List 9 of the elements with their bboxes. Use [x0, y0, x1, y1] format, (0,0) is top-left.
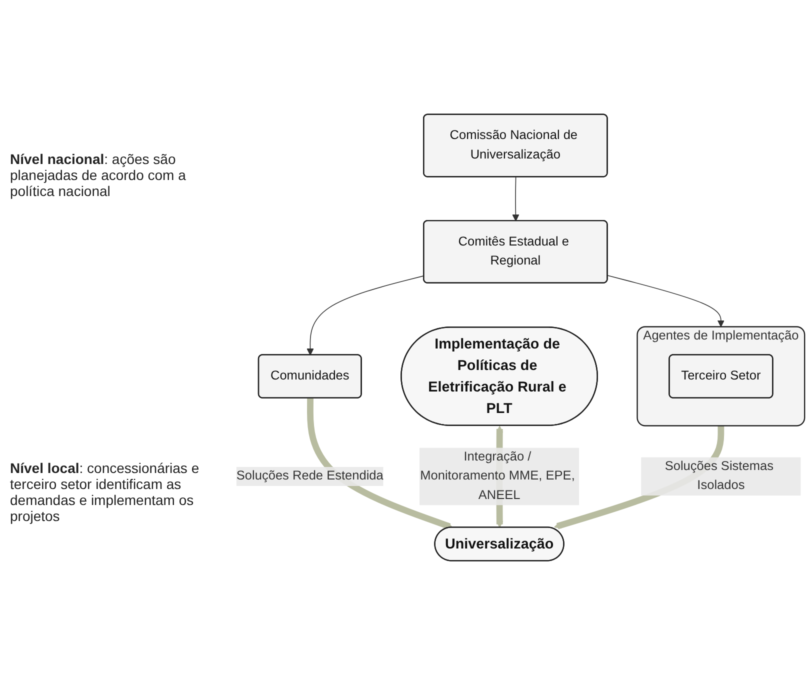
edge-label: Integração / Monitoramento MME, EPE, ANEEL: [420, 450, 575, 502]
level-note: Nível nacional: ações são planejadas de acordo com a política nacional: [10, 150, 187, 199]
level-note: Nível local: concessionárias e terceiro setor identificam as demandas e implementam os projetos: [10, 460, 200, 524]
arrow: [512, 176, 520, 222]
edge-label: Soluções Rede Estendida: [236, 469, 384, 483]
edge-label: Soluções Sistemas Isolados: [664, 460, 774, 492]
arrow: [306, 275, 424, 356]
arrow: [307, 398, 453, 530]
arrow: [606, 275, 724, 328]
